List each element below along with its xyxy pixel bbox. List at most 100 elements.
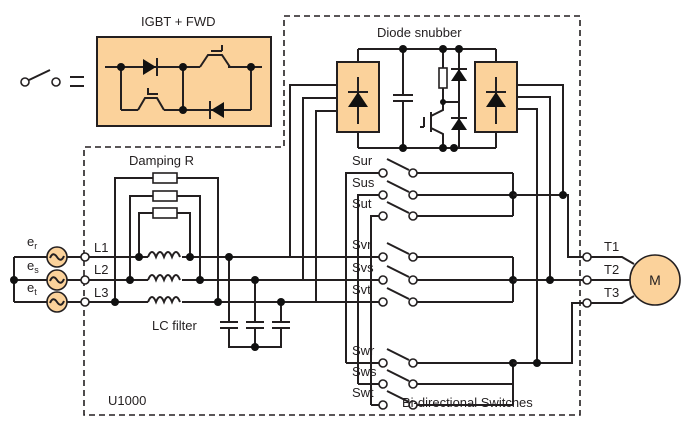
switch-label: Sut (352, 196, 372, 211)
switch-terminal-in[interactable] (378, 211, 388, 221)
inductor-l1-icon (147, 251, 181, 260)
switch-blade-icon[interactable] (386, 180, 410, 193)
switch-terminal-out[interactable] (408, 379, 418, 389)
igbt-bottom-icon (137, 97, 165, 111)
switch-terminal-out[interactable] (408, 168, 418, 178)
terminal-t1[interactable] (582, 252, 592, 262)
switch-terminal-in[interactable] (378, 190, 388, 200)
switch-terminal-in[interactable] (378, 400, 388, 410)
bridge-diode-left-icon (348, 92, 368, 107)
snubber-resistor-icon (438, 67, 448, 89)
terminal-t2[interactable] (582, 275, 592, 285)
switch-terminal-out[interactable] (408, 252, 418, 262)
terminal-label-t3: T3 (604, 285, 619, 300)
lc-filter-label: LC filter (152, 318, 197, 333)
switch-symbol-terminal-right (51, 77, 61, 87)
switch-blade-icon[interactable] (386, 390, 410, 403)
switch-label: Sws (352, 364, 377, 379)
feeder-s-upper (357, 194, 379, 384)
terminal-l3[interactable] (80, 297, 90, 307)
switch-terminal-out[interactable] (408, 211, 418, 221)
inductors (111, 248, 222, 306)
switch-symbol-terminal-left (20, 77, 30, 87)
terminal-l1[interactable] (80, 252, 90, 262)
terminal-label-t1: T1 (604, 239, 619, 254)
switch-label: Sus (352, 175, 375, 190)
switch-label: Svs (352, 260, 374, 275)
bridge-diode-right-icon (486, 92, 506, 107)
terminal-t3[interactable] (582, 298, 592, 308)
u1000-label: U1000 (108, 393, 146, 408)
switch-symbol-blade (28, 69, 51, 81)
bridge-right-output-1 (517, 84, 564, 196)
switch-label: Svr (352, 237, 372, 252)
snubber-diode-top-icon (451, 69, 467, 81)
inductor-l2-icon (147, 274, 181, 283)
snubber-diode-bottom-icon (451, 118, 467, 130)
switch-blade-icon[interactable] (386, 242, 410, 255)
bridge-right-output-3 (517, 108, 538, 363)
switch-terminal-in[interactable] (378, 297, 388, 307)
diode-snubber: Diode snubber (336, 25, 518, 152)
source-label-et: et (27, 280, 37, 297)
switch-blade-icon[interactable] (386, 201, 410, 214)
igbt-fwd-label: IGBT + FWD (141, 14, 216, 29)
terminal-label-t2: T2 (604, 262, 619, 277)
diode-snubber-label: Diode snubber (377, 25, 462, 40)
igbt-top-icon (199, 54, 231, 68)
switch-terminal-in[interactable] (378, 168, 388, 178)
ac-sources: er es et (10, 234, 85, 313)
feeder-r-upper (345, 172, 379, 363)
switch-label: Swr (352, 343, 375, 358)
terminal-l2[interactable] (80, 275, 90, 285)
feeder-t-upper (370, 215, 379, 405)
line-label-l1: L1 (94, 240, 108, 255)
bridge-left-input-1 (289, 84, 337, 257)
switch-blade-icon[interactable] (386, 158, 410, 171)
switch-blade-icon[interactable] (386, 265, 410, 278)
switch-terminal-in[interactable] (378, 275, 388, 285)
damping-resistor-3 (152, 207, 178, 219)
switch-terminal-out[interactable] (408, 358, 418, 368)
source-label-er: er (27, 234, 37, 251)
switch-terminal-out[interactable] (408, 190, 418, 200)
bidirectional-switches-label: Bi-directional Switches (402, 395, 533, 410)
lc-filter: LC filter (152, 253, 290, 351)
switch-terminal-in[interactable] (378, 252, 388, 262)
motor-icon (629, 254, 681, 306)
output-u-wire (513, 194, 583, 258)
u1000-enclosure (83, 15, 581, 416)
switch-label: Sur (352, 153, 373, 168)
bridge-right-output-2 (517, 96, 551, 280)
switch-label: Swt (352, 385, 374, 400)
inductor-l3-icon (147, 296, 181, 305)
damping-resistor-2 (152, 190, 178, 202)
output-w-wire (513, 302, 583, 364)
bridge-left-input-2 (302, 97, 337, 280)
motor-label: M (649, 272, 661, 288)
switch-blade-icon[interactable] (386, 348, 410, 361)
damping-resistors: Damping R (114, 153, 219, 302)
switch-terminal-out[interactable] (408, 275, 418, 285)
bridge-left-input-3 (315, 110, 337, 302)
source-label-es: es (27, 258, 39, 275)
damping-resistor-1 (152, 172, 178, 184)
switch-blade-icon[interactable] (386, 287, 410, 300)
fwd-diode-top-icon (143, 59, 156, 75)
fwd-diode-bottom-icon (211, 102, 224, 118)
line-label-l2: L2 (94, 262, 108, 277)
damping-r-label: Damping R (129, 153, 194, 168)
switch-legend: IGBT + FWD (20, 14, 272, 127)
switch-terminal-out[interactable] (408, 297, 418, 307)
snubber-igbt-icon (430, 102, 444, 148)
switch-terminal-in[interactable] (378, 358, 388, 368)
switch-terminal-in[interactable] (378, 379, 388, 389)
switch-blade-icon[interactable] (386, 369, 410, 382)
switch-label: Svt (352, 282, 371, 297)
line-label-l3: L3 (94, 285, 108, 300)
